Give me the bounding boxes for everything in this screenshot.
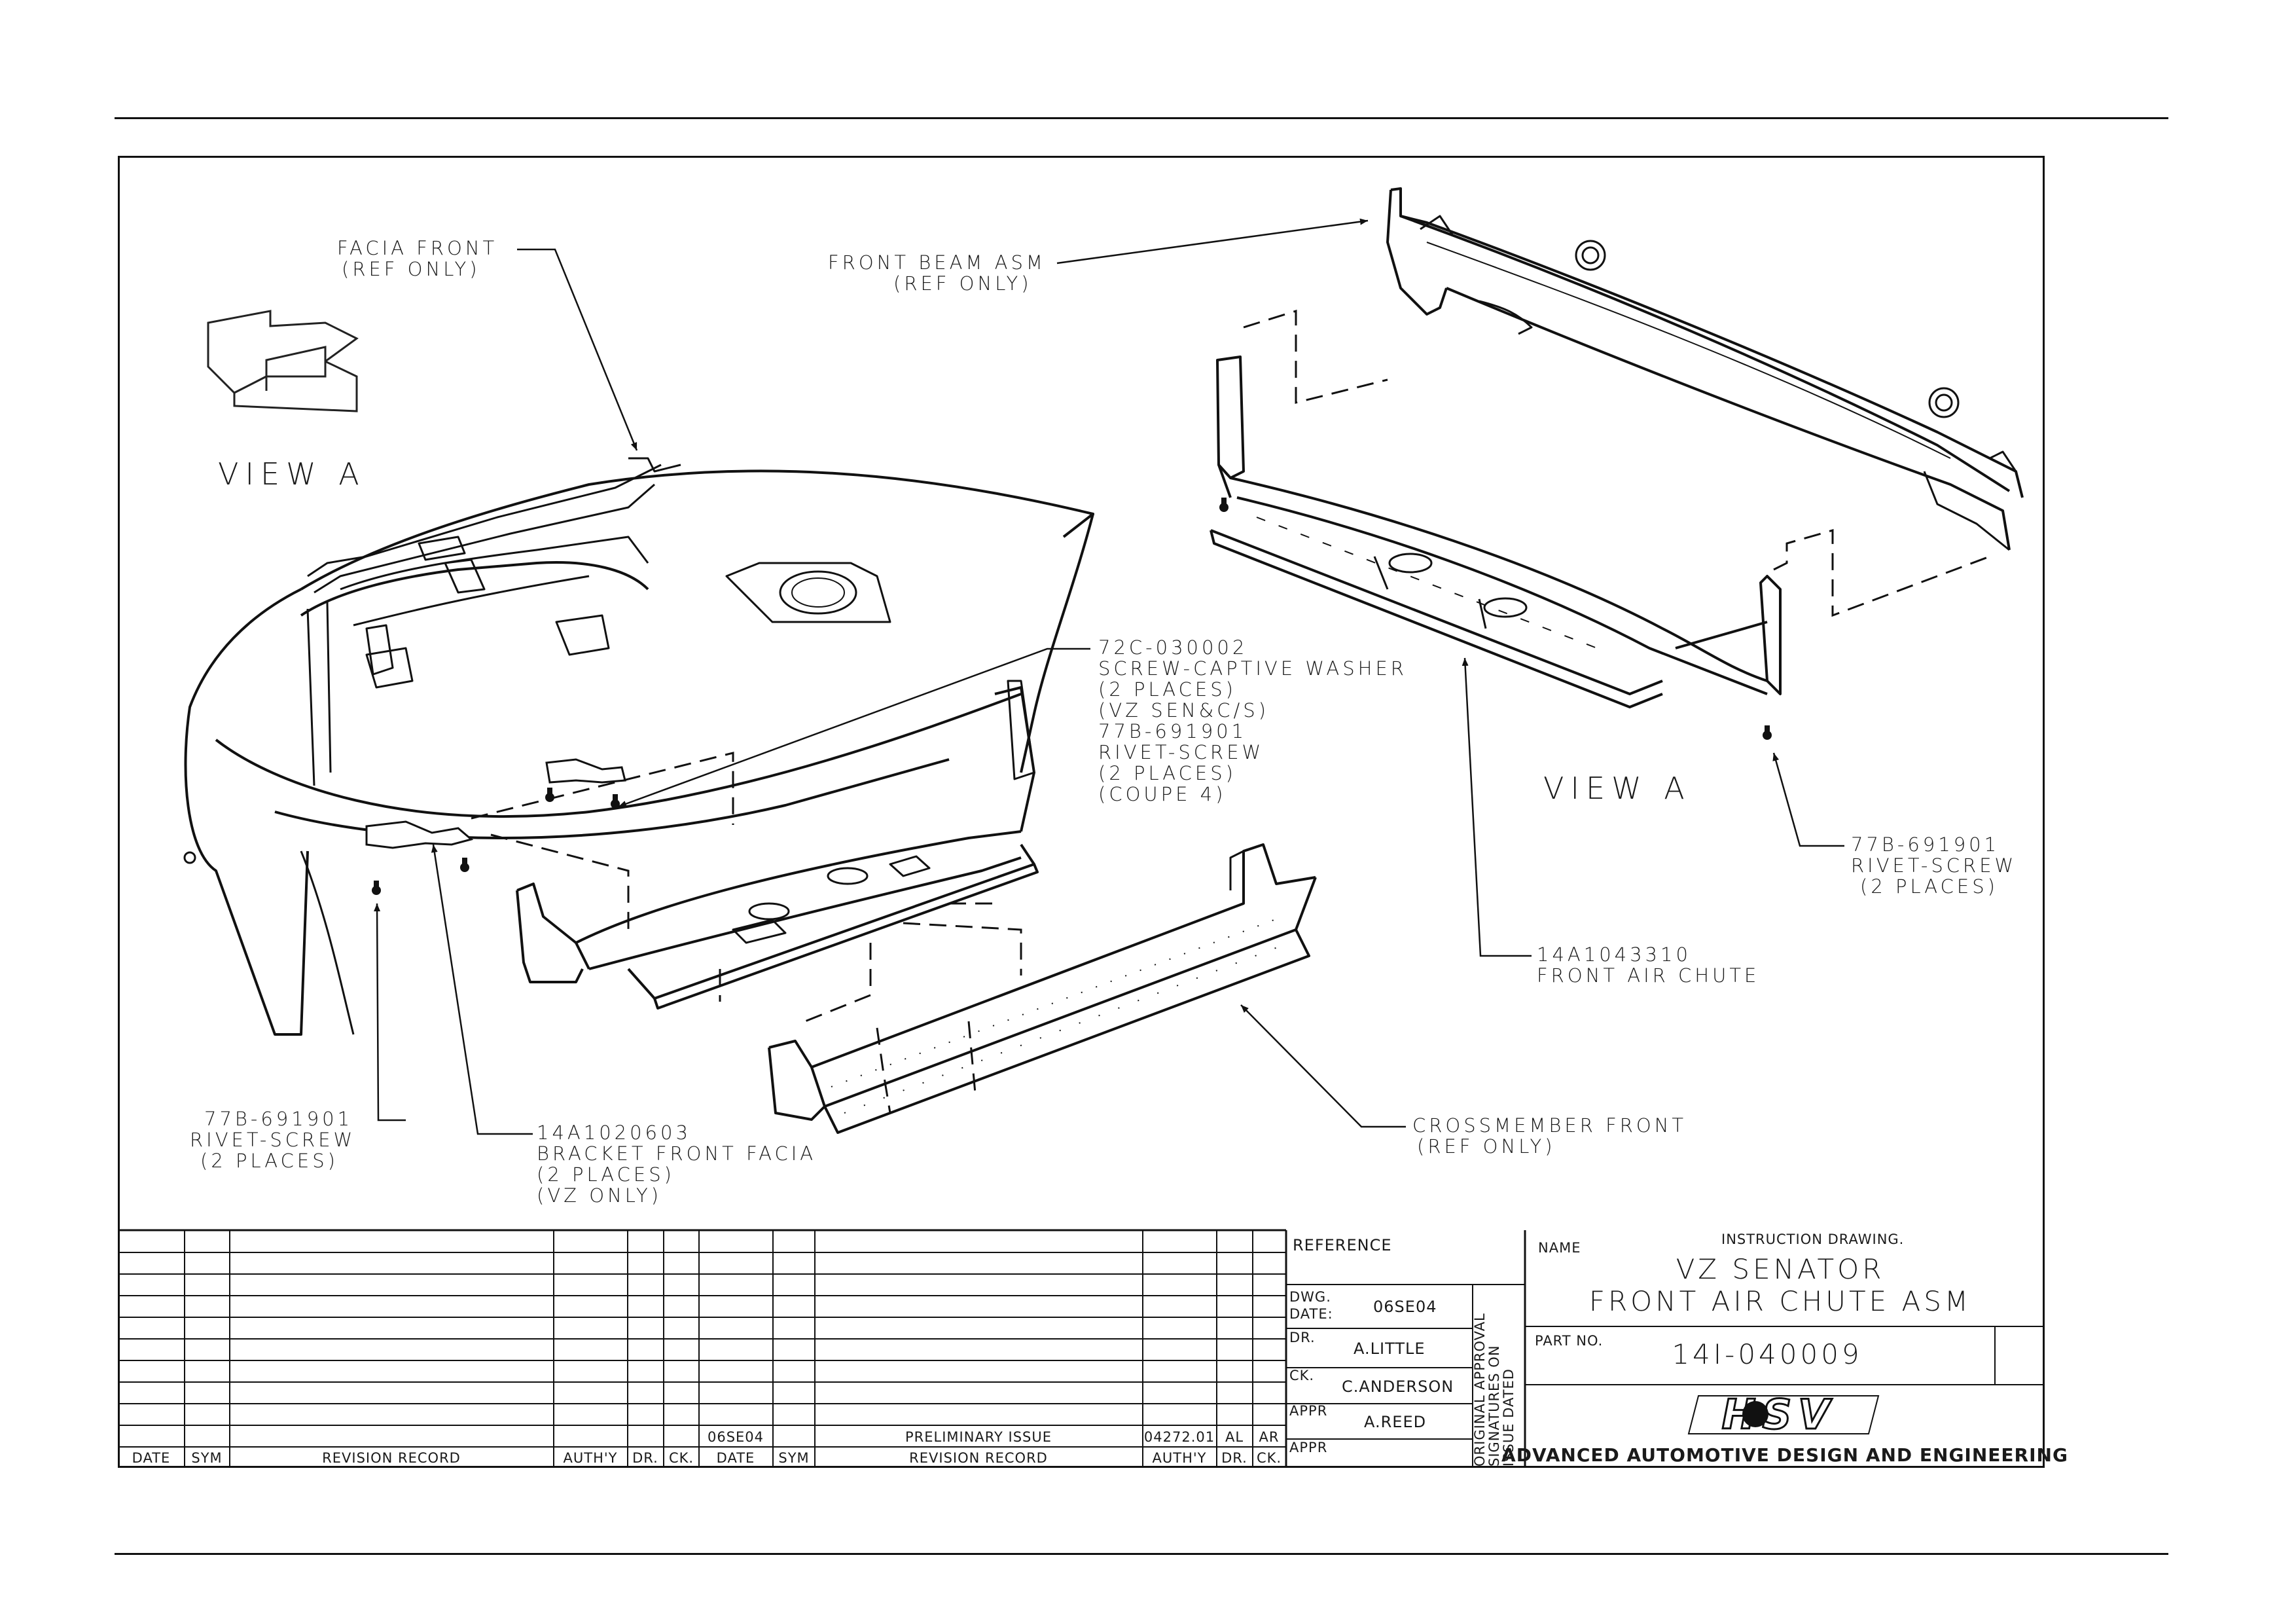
- exploded-lines-right: [1243, 309, 1990, 617]
- revision-entry: 06SE04 PRELIMINARY ISSUE 04272.01 AL AR: [708, 1429, 1280, 1445]
- leader-lines: [374, 218, 1844, 1135]
- svg-text:HSV: HSV: [1722, 1391, 1837, 1438]
- svg-text:(2 PLACES): (2 PLACES): [537, 1163, 675, 1186]
- svg-text:CK.: CK.: [1289, 1368, 1314, 1383]
- svg-text:FACIA FRONT: FACIA FRONT: [337, 237, 497, 259]
- svg-text:06SE04: 06SE04: [708, 1429, 764, 1445]
- svg-text:77B-691901: 77B-691901: [204, 1108, 353, 1130]
- view-a-label-left: VIEW A: [218, 456, 366, 492]
- svg-text:DR.: DR.: [1289, 1330, 1316, 1345]
- svg-text:AL: AL: [1225, 1429, 1244, 1445]
- svg-text:DATE: DATE: [132, 1450, 171, 1466]
- title-block-left: REFERENCE DWG. DATE: 06SE04 DR. A.LITTLE…: [1289, 1236, 1516, 1467]
- title-block-grid: [1286, 1230, 2045, 1468]
- svg-text:SYM: SYM: [191, 1450, 222, 1466]
- svg-text:SCREW-CAPTIVE WASHER: SCREW-CAPTIVE WASHER: [1098, 657, 1407, 680]
- svg-text:DR.: DR.: [1221, 1450, 1247, 1466]
- crossmember-front-part: [768, 843, 1317, 1134]
- svg-text:(2 PLACES): (2 PLACES): [1098, 678, 1236, 701]
- svg-text:AUTH'Y: AUTH'Y: [1153, 1450, 1207, 1466]
- svg-text:(REF ONLY): (REF ONLY): [893, 272, 1032, 295]
- svg-text:DATE:: DATE:: [1289, 1306, 1333, 1322]
- svg-text:(2 PLACES): (2 PLACES): [200, 1150, 338, 1172]
- svg-text:(2 PLACES): (2 PLACES): [1098, 762, 1236, 784]
- front-air-chute-right-part: [1210, 356, 1782, 708]
- part-no: 14I-040009: [1672, 1338, 1862, 1370]
- screws-left: [372, 788, 620, 895]
- svg-text:FRONT BEAM ASM: FRONT BEAM ASM: [828, 251, 1046, 274]
- hsv-logo: HSV: [1687, 1390, 1880, 1440]
- svg-text:(2 PLACES): (2 PLACES): [1860, 875, 1998, 898]
- approved-by: A.REED: [1364, 1413, 1426, 1431]
- drawing-frame: [118, 156, 2045, 1468]
- revision-table: [118, 1229, 1287, 1468]
- revision-table-headers: DATE SYM REVISION RECORD AUTH'Y DR. CK. …: [132, 1450, 1282, 1466]
- callout-facia-front: FACIA FRONT (REF ONLY): [337, 237, 497, 280]
- callout-front-beam: FRONT BEAM ASM (REF ONLY): [828, 251, 1046, 295]
- svg-text:04272.01: 04272.01: [1144, 1429, 1215, 1445]
- company-name: ADVANCED AUTOMOTIVE DESIGN AND ENGINEERI…: [1501, 1444, 2068, 1466]
- svg-text:(REF ONLY): (REF ONLY): [1417, 1135, 1556, 1158]
- callout-rivet-left: 77B-691901 RIVET-SCREW (2 PLACES): [190, 1108, 355, 1172]
- title-line-1: VZ SENATOR: [1676, 1253, 1885, 1285]
- top-rule: [115, 117, 2168, 119]
- drawing-type: INSTRUCTION DRAWING.: [1721, 1231, 1904, 1247]
- svg-text:14A1043310: 14A1043310: [1537, 943, 1691, 966]
- front-air-chute-left-part: [516, 686, 1039, 1010]
- screws-right: [1219, 498, 1772, 740]
- svg-text:PRELIMINARY ISSUE: PRELIMINARY ISSUE: [905, 1429, 1052, 1445]
- svg-text:(COUPE 4): (COUPE 4): [1098, 783, 1226, 805]
- drawn-by: A.LITTLE: [1354, 1340, 1426, 1358]
- title-block-right: NAME INSTRUCTION DRAWING. VZ SENATOR FRO…: [1535, 1231, 1971, 1370]
- callout-air-chute: 14A1043310 FRONT AIR CHUTE: [1537, 943, 1759, 987]
- svg-text:REVISION RECORD: REVISION RECORD: [909, 1450, 1048, 1466]
- svg-text:DWG.: DWG.: [1289, 1289, 1331, 1305]
- svg-text:(VZ SEN&C/S): (VZ SEN&C/S): [1098, 699, 1269, 721]
- view-arrow-icon: [207, 310, 359, 412]
- svg-text:CROSSMEMBER FRONT: CROSSMEMBER FRONT: [1412, 1114, 1687, 1137]
- svg-text:(REF ONLY): (REF ONLY): [342, 258, 480, 280]
- checked-by: C.ANDERSON: [1342, 1377, 1454, 1396]
- callout-rivet-right: 77B-691901 RIVET-SCREW (2 PLACES): [1851, 833, 2017, 898]
- svg-text:APPR: APPR: [1289, 1440, 1327, 1455]
- svg-text:RIVET-SCREW: RIVET-SCREW: [1098, 741, 1264, 763]
- exploded-lines-left: [471, 752, 1022, 1114]
- svg-text:14A1020603: 14A1020603: [537, 1122, 691, 1144]
- svg-text:CK.: CK.: [1257, 1450, 1282, 1466]
- bottom-rule: [115, 1553, 2168, 1555]
- svg-text:77B-691901: 77B-691901: [1851, 833, 2000, 856]
- svg-text:APPR: APPR: [1289, 1403, 1327, 1419]
- svg-text:SYM: SYM: [778, 1450, 809, 1466]
- reference-label: REFERENCE: [1293, 1236, 1392, 1254]
- svg-text:CK.: CK.: [669, 1450, 694, 1466]
- facia-front-part: [183, 457, 1094, 1036]
- part-no-label: PART NO.: [1535, 1333, 1603, 1349]
- approval-note: ORIGINAL APPROVAL SIGNATURES ON ISSUE DA…: [1472, 1313, 1516, 1467]
- svg-text:SIGNATURES ON: SIGNATURES ON: [1486, 1345, 1502, 1467]
- name-label: NAME: [1538, 1240, 1581, 1256]
- callout-screw-washer: 72C-030002 SCREW-CAPTIVE WASHER (2 PLACE…: [1098, 636, 1407, 805]
- svg-text:ISSUE DATED: ISSUE DATED: [1501, 1368, 1516, 1467]
- svg-text:DR.: DR.: [632, 1450, 658, 1466]
- dwg-date: 06SE04: [1373, 1298, 1437, 1316]
- bracket-front-facia-part: [365, 758, 626, 849]
- svg-text:72C-030002: 72C-030002: [1098, 636, 1247, 659]
- svg-text:RIVET-SCREW: RIVET-SCREW: [190, 1129, 355, 1151]
- view-a-label-right: VIEW A: [1543, 771, 1691, 806]
- svg-text:REVISION RECORD: REVISION RECORD: [322, 1450, 461, 1466]
- svg-text:AUTH'Y: AUTH'Y: [564, 1450, 618, 1466]
- svg-text:ORIGINAL APPROVAL: ORIGINAL APPROVAL: [1472, 1313, 1488, 1467]
- callout-crossmember: CROSSMEMBER FRONT (REF ONLY): [1412, 1114, 1687, 1158]
- callout-bracket: 14A1020603 BRACKET FRONT FACIA (2 PLACES…: [537, 1122, 816, 1207]
- svg-text:77B-691901: 77B-691901: [1098, 720, 1247, 742]
- svg-text:(VZ ONLY): (VZ ONLY): [537, 1184, 662, 1207]
- svg-text:RIVET-SCREW: RIVET-SCREW: [1851, 854, 2017, 877]
- svg-text:BRACKET FRONT FACIA: BRACKET FRONT FACIA: [537, 1142, 816, 1165]
- title-line-2: FRONT AIR CHUTE ASM: [1589, 1285, 1971, 1317]
- front-beam-asm-part: [1386, 187, 2024, 551]
- svg-text:DATE: DATE: [717, 1450, 755, 1466]
- svg-text:AR: AR: [1259, 1429, 1280, 1445]
- svg-text:FRONT AIR CHUTE: FRONT AIR CHUTE: [1537, 964, 1759, 987]
